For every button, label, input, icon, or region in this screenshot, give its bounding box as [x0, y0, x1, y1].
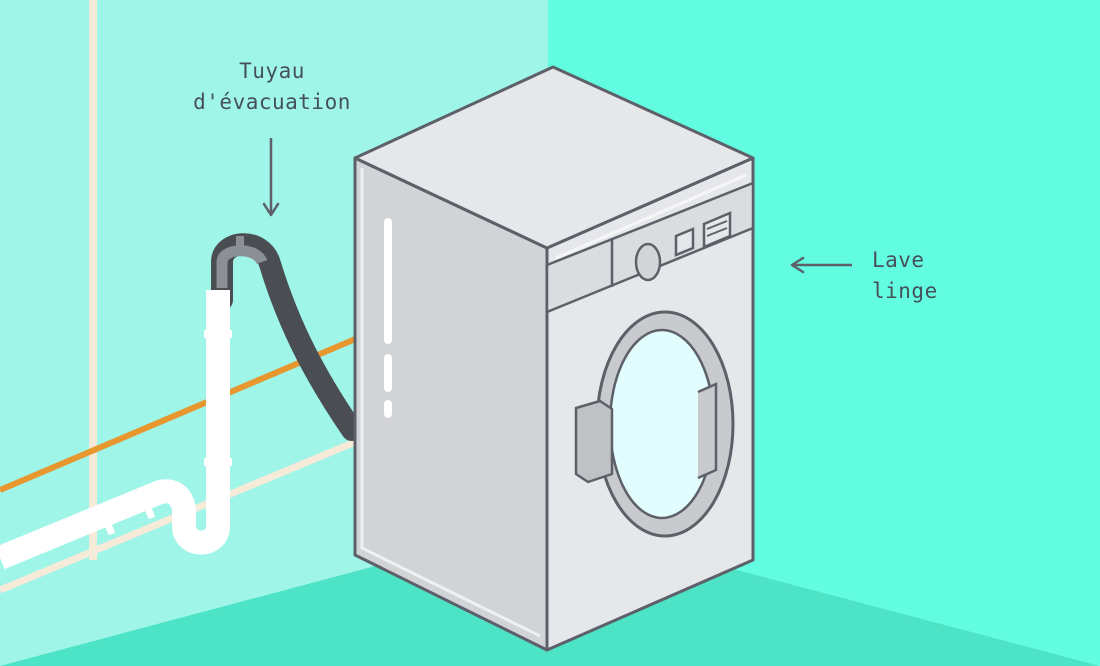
- side-edge-highlight: [360, 168, 541, 638]
- drain-pipe: [0, 290, 230, 570]
- left-arrow-icon: [790, 256, 852, 274]
- washer-top-panel: [353, 65, 755, 250]
- door-handle: [574, 399, 614, 484]
- pipe-ring: [204, 330, 232, 338]
- hose-connector: [216, 245, 268, 288]
- button-line: [706, 220, 728, 230]
- washing-machine-label: Lave linge: [872, 245, 938, 307]
- pipe-ring: [136, 488, 156, 520]
- down-arrow-icon: [262, 138, 280, 217]
- drain-hose-label-line2: d'évacuation: [193, 90, 351, 114]
- front-edge-highlight: [555, 173, 747, 260]
- washing-machine-label-line1: Lave: [872, 248, 925, 272]
- pipe-ring: [96, 504, 116, 536]
- washing-machine-label-line2: linge: [872, 279, 938, 303]
- button-line: [706, 227, 728, 237]
- display-icon: [674, 227, 695, 257]
- door-hinge-inner: [697, 382, 718, 480]
- drain-hose-label: Tuyau d'évacuation: [178, 56, 366, 118]
- drain-hose-label-line1: Tuyau: [239, 59, 305, 83]
- washing-machine: [353, 65, 755, 652]
- pipe-ring: [204, 458, 232, 466]
- program-dial-icon: [634, 242, 662, 282]
- hose-clip: [236, 236, 244, 246]
